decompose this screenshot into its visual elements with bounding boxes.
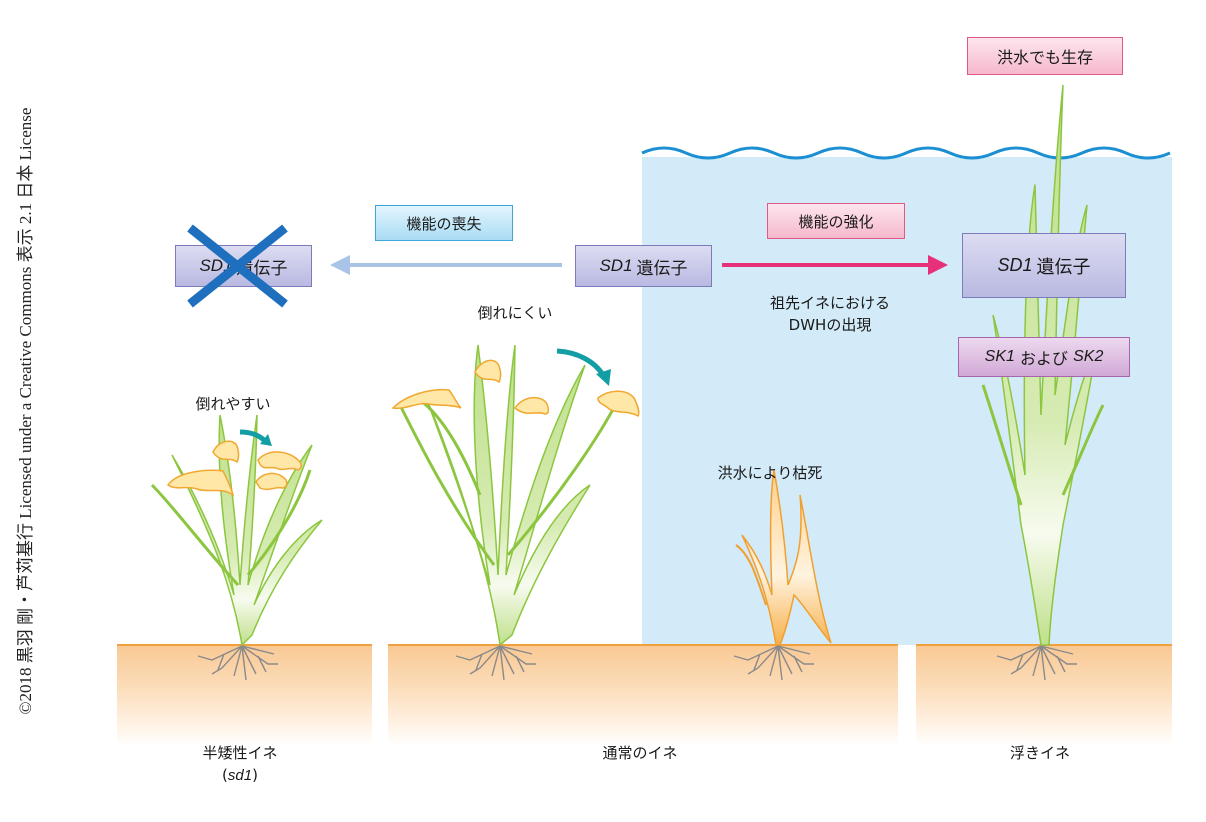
- sk1-gene: SK1: [984, 348, 1015, 365]
- caption-semi-dwarf-gene: (sd1): [222, 766, 258, 784]
- sd1-gene: sd1: [227, 767, 253, 784]
- normal-rice-plant: [398, 344, 620, 647]
- cross-mark-icon: [187, 224, 288, 308]
- ancestor-label-line1: 祖先イネにおける: [769, 294, 890, 312]
- gene-name: SD1: [599, 256, 633, 275]
- survives-flood-tag: 洪水でも生存: [967, 37, 1123, 75]
- loss-of-function-tag: 機能の喪失: [375, 205, 513, 241]
- normal-grain-heads: [391, 359, 640, 418]
- soil-panel-semi-dwarf: [117, 644, 372, 746]
- gain-of-function-arrow: [722, 255, 948, 275]
- gain-of-function-tag: 機能の強化: [767, 203, 905, 239]
- gene-box-enhanced: SD1 遺伝子: [962, 233, 1126, 298]
- gene-box-center: SD1 遺伝子: [575, 245, 712, 287]
- water-surface-wave: [641, 146, 1171, 160]
- ancestor-label: 祖先イネにおける DWHの出現: [745, 292, 915, 336]
- caption-semi-dwarf: 半矮性イネ (sd1): [180, 742, 300, 787]
- caption-floating: 浮きイネ: [1009, 744, 1070, 762]
- gene-name: SD1: [997, 255, 1033, 275]
- lodging-arrow-icon-normal: [556, 348, 611, 386]
- caption-semi-dwarf-name: 半矮性イネ: [202, 744, 278, 762]
- lodges-easily-label: 倒れやすい: [195, 395, 271, 413]
- dies-in-flood-label: 洪水により枯死: [717, 464, 823, 482]
- roots: [197, 645, 1077, 681]
- sk-conjunction: および: [1014, 349, 1074, 368]
- sk2-gene: SK2: [1073, 348, 1104, 365]
- dead-rice-plant: [735, 469, 832, 646]
- lodging-arrow-icon-semi-dwarf: [239, 429, 272, 446]
- loss-of-function-arrow: [330, 255, 562, 275]
- sk-genes-box: SK1 および SK2: [958, 337, 1130, 377]
- gene-suffix: 遺伝子: [1036, 256, 1091, 278]
- semi-dwarf-grain-heads: [166, 440, 303, 497]
- gene-box-lost: SD1 遺伝子: [175, 245, 312, 287]
- soil-panel-normal: [388, 644, 898, 746]
- caption-normal: 通常のイネ: [602, 744, 678, 762]
- lodging-resistant-label: 倒れにくい: [477, 304, 553, 322]
- semi-dwarf-rice-plant: [150, 414, 323, 647]
- ancestor-label-line2: DWHの出現: [788, 316, 872, 334]
- gene-suffix: 遺伝子: [636, 258, 688, 279]
